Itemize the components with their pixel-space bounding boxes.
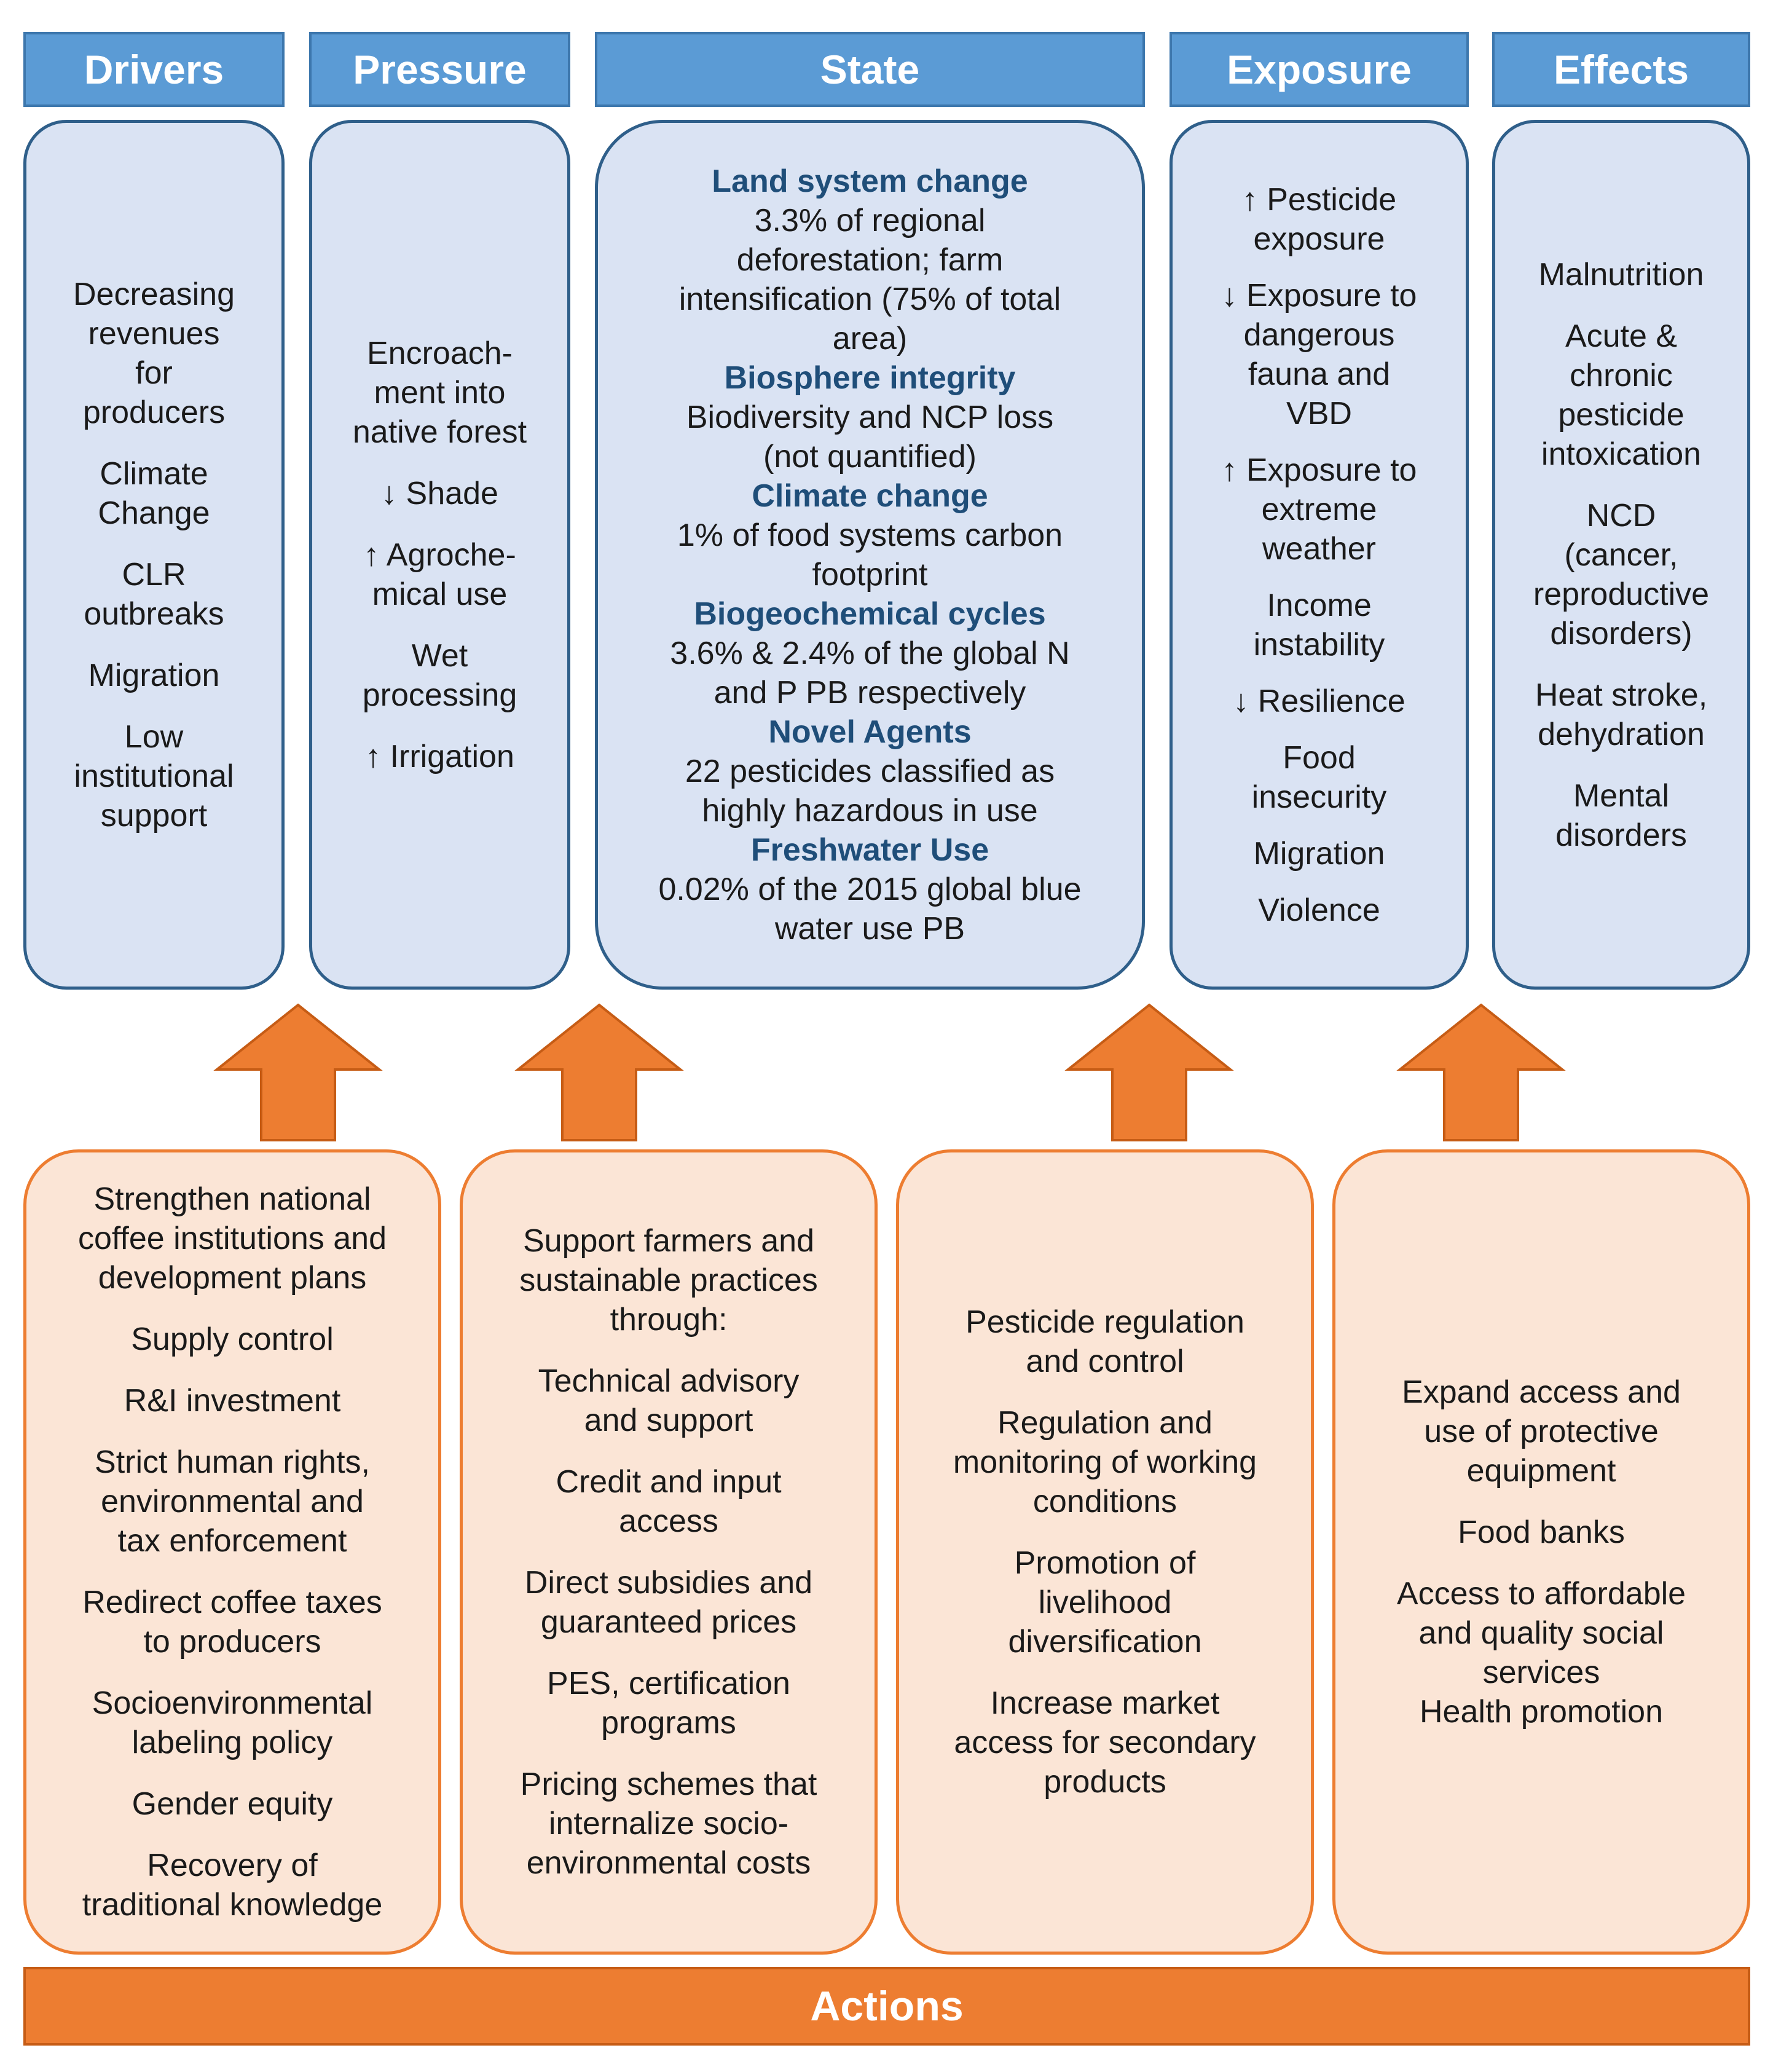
- actions-box-drivers: Strengthen national coffee institutions …: [23, 1149, 441, 1955]
- action-item: Gender equity: [132, 1786, 333, 1822]
- pressure-item: ↓ Shade: [381, 475, 498, 511]
- action-item: Strengthen national coffee institutions …: [77, 1181, 387, 1296]
- action-item: Redirect coffee taxes to producers: [82, 1585, 382, 1660]
- action-item: Expand access and use of protective equi…: [1402, 1374, 1681, 1489]
- state-section-body: 3.3% of regional deforestation; farm int…: [678, 202, 1061, 356]
- drivers-item: Climate Change: [98, 455, 210, 531]
- header-drivers: Drivers: [23, 32, 285, 107]
- exposure-box: ↑ Pesticide exposure ↓ Exposure to dange…: [1170, 120, 1469, 990]
- effects-item: Heat stroke, dehydration: [1535, 677, 1708, 752]
- effects-item: NCD (cancer, reproductive disorders): [1533, 497, 1710, 652]
- state-section-title: Biogeochemical cycles: [694, 596, 1046, 632]
- action-item: Access to affordable and quality social …: [1396, 1576, 1686, 1730]
- exposure-item: ↓ Exposure to dangerous fauna and VBD: [1221, 277, 1417, 431]
- action-item: Food banks: [1458, 1515, 1625, 1550]
- effects-item: Malnutrition: [1538, 256, 1704, 293]
- action-item: Strict human rights, environmental and t…: [95, 1444, 370, 1559]
- effects-item: Acute & chronic pesticide intoxication: [1541, 318, 1702, 472]
- action-item: Pricing schemes that internalize socio- …: [520, 1767, 817, 1881]
- up-arrow-icon: [514, 1003, 684, 1141]
- state-section-body: 22 pesticides classified as highly hazar…: [685, 753, 1055, 829]
- actions-bar: Actions: [23, 1967, 1750, 2046]
- exposure-item: Food insecurity: [1251, 739, 1387, 815]
- action-item: PES, certification programs: [547, 1666, 790, 1741]
- up-arrow-icon: [1396, 1003, 1566, 1141]
- state-section-title: Climate change: [752, 478, 988, 514]
- action-item: Technical advisory and support: [538, 1363, 800, 1438]
- up-arrow-icon: [1064, 1003, 1234, 1141]
- effects-box: Malnutrition Acute & chronic pesticide i…: [1492, 120, 1750, 990]
- exposure-item: ↑ Pesticide exposure: [1241, 181, 1397, 257]
- state-section-body: 3.6% & 2.4% of the global N and P PB res…: [670, 635, 1070, 711]
- pressure-item: Wet processing: [362, 637, 517, 713]
- exposure-item: Violence: [1258, 892, 1380, 928]
- effects-item: Mental disorders: [1555, 778, 1687, 853]
- state-section-body: 0.02% of the 2015 global blue water use …: [658, 871, 1082, 947]
- drivers-box: Decreasing revenues for producers Climat…: [23, 120, 285, 990]
- drivers-item: CLR outbreaks: [84, 556, 224, 632]
- actions-box-state: Pesticide regulation and control Regulat…: [896, 1149, 1314, 1955]
- action-item: Socioenvironmental labeling policy: [92, 1685, 373, 1760]
- header-exposure: Exposure: [1170, 32, 1469, 107]
- header-pressure: Pressure: [309, 32, 570, 107]
- state-section-title: Novel Agents: [768, 714, 972, 750]
- actions-box-exposure: Expand access and use of protective equi…: [1332, 1149, 1750, 1955]
- action-item: Promotion of livelihood diversification: [1008, 1545, 1202, 1660]
- action-item: Increase market access for secondary pro…: [954, 1685, 1256, 1800]
- header-effects: Effects: [1492, 32, 1750, 107]
- pressure-item: ↑ Agroche- mical use: [363, 537, 516, 612]
- action-item: Direct subsidies and guaranteed prices: [524, 1565, 813, 1640]
- action-item: R&I investment: [124, 1383, 341, 1419]
- drivers-item: Migration: [88, 657, 220, 693]
- actions-box-pressure: Support farmers and sustainable practice…: [460, 1149, 878, 1955]
- drivers-item: Low institutional support: [74, 719, 234, 833]
- exposure-item: Income instability: [1253, 587, 1385, 663]
- action-item: Credit and input access: [556, 1464, 782, 1539]
- state-box: Land system change 3.3% of regional defo…: [595, 120, 1145, 990]
- pressure-item: Encroach- ment into native forest: [352, 335, 527, 450]
- pressure-box: Encroach- ment into native forest ↓ Shad…: [309, 120, 570, 990]
- drivers-item: Decreasing revenues for producers: [73, 276, 235, 430]
- pressure-item: ↑ Irrigation: [365, 738, 514, 774]
- exposure-item: ↑ Exposure to extreme weather: [1221, 452, 1417, 567]
- action-item: Pesticide regulation and control: [965, 1304, 1244, 1379]
- header-state: State: [595, 32, 1145, 107]
- state-section-body: Biodiversity and NCP loss (not quantifie…: [686, 399, 1054, 475]
- action-item: Recovery of traditional knowledge: [82, 1848, 383, 1923]
- state-section-title: Biosphere integrity: [724, 360, 1016, 396]
- action-item: Support farmers and sustainable practice…: [519, 1223, 818, 1337]
- state-section-body: 1% of food systems carbon footprint: [677, 517, 1063, 593]
- action-item: Regulation and monitoring of working con…: [953, 1405, 1257, 1519]
- state-section-title: Land system change: [712, 163, 1028, 199]
- exposure-item: ↓ Resilience: [1233, 683, 1405, 719]
- exposure-item: Migration: [1253, 835, 1385, 872]
- state-section-title: Freshwater Use: [750, 832, 989, 868]
- up-arrow-icon: [213, 1003, 383, 1141]
- action-item: Supply control: [131, 1322, 334, 1357]
